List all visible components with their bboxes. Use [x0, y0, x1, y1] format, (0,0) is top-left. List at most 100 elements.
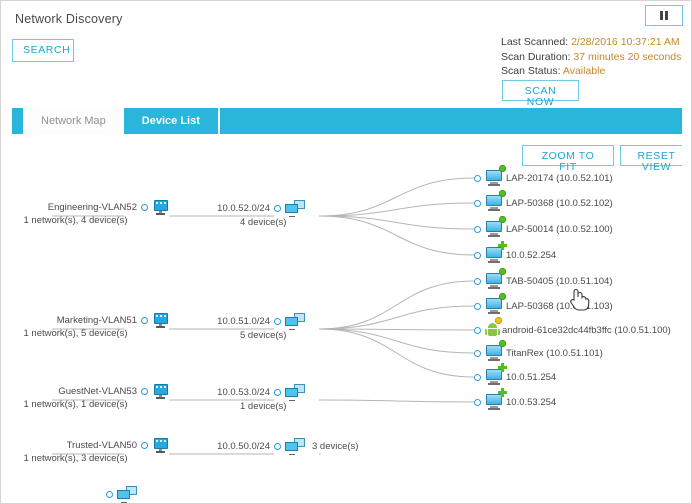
device-node-row: LAP-20174 (10.0.52.101): [474, 165, 613, 187]
scan-duration-value: 37 minutes 20 seconds: [573, 50, 682, 63]
subnet-name-label: 10.0.53.0/24: [217, 387, 270, 398]
group-summary-label: 1 network(s), 4 device(s): [23, 215, 128, 226]
device-node[interactable]: TitanRex (10.0.51.101): [474, 340, 603, 362]
group-port[interactable]: [141, 204, 148, 211]
device-icon-wrapper: [485, 293, 506, 315]
last-scanned-row: Last Scanned: 2/28/2016 10:37:21 AM: [501, 35, 681, 50]
pause-button[interactable]: [645, 5, 683, 26]
device-node[interactable]: LAP-50368 (10.0.52.102): [474, 190, 613, 212]
device-port[interactable]: [474, 225, 481, 233]
subnet-port[interactable]: [274, 318, 281, 325]
device-port[interactable]: [474, 199, 481, 207]
device-node[interactable]: LAP-50368 (10.0.51.103): [474, 293, 613, 315]
group-summary-label: 1 network(s), 1 device(s): [23, 399, 128, 410]
subnet-summary-label: 3 device(s): [312, 441, 359, 452]
device-port[interactable]: [474, 174, 481, 182]
group-name-label: Engineering-VLAN52: [47, 202, 137, 213]
scan-status-row: Scan Status: Available: [501, 64, 681, 79]
switch-icon: [152, 384, 169, 399]
device-name-label: 10.0.51.254: [506, 371, 557, 383]
device-node-row: LAP-50368 (10.0.52.102): [474, 190, 613, 212]
scan-duration-row: Scan Duration: 37 minutes 20 seconds: [501, 50, 681, 65]
subnet-port[interactable]: [274, 443, 281, 450]
device-port[interactable]: [474, 302, 481, 310]
group-port[interactable]: [141, 317, 148, 324]
subnet-port[interactable]: [274, 205, 281, 212]
group-port[interactable]: [141, 388, 148, 395]
tab-network-map[interactable]: Network Map: [23, 108, 124, 134]
zoom-to-fit-button[interactable]: ZOOM TO FIT: [522, 145, 614, 172]
monitor-icon: [485, 344, 504, 361]
monitor-icon: [485, 297, 504, 314]
monitor-icon: [485, 368, 504, 385]
device-port[interactable]: [474, 326, 481, 334]
device-icon-wrapper: [485, 363, 507, 386]
subnet-icon: [285, 200, 305, 217]
device-name-label: 10.0.53.254: [506, 396, 557, 408]
device-icon-wrapper: [485, 268, 506, 290]
device-name-label: LAP-50368 (10.0.51.103): [506, 300, 613, 312]
status-badge-online: [499, 293, 506, 300]
subnet-port[interactable]: [274, 389, 281, 396]
map-edge: [318, 280, 475, 330]
scan-info: Last Scanned: 2/28/2016 10:37:21 AM Scan…: [501, 35, 681, 79]
group-node-row: [102, 486, 137, 503]
device-icon-wrapper: [485, 340, 506, 362]
android-icon: [485, 322, 500, 337]
device-node-row: 10.0.51.254: [474, 363, 557, 386]
device-node[interactable]: 10.0.51.254: [474, 363, 557, 386]
subnet-summary-label: 4 device(s): [240, 217, 287, 228]
subnet-node-row: 10.0.51.0/24: [192, 313, 392, 330]
device-node[interactable]: 10.0.53.254: [474, 388, 557, 411]
device-port[interactable]: [474, 251, 481, 259]
device-port[interactable]: [474, 373, 481, 381]
group-port[interactable]: [106, 491, 113, 498]
monitor-icon: [485, 169, 504, 186]
group-node-row: Trusted-VLAN50: [12, 438, 169, 453]
monitor-icon: [485, 194, 504, 211]
group-node-row: GuestNet-VLAN53: [12, 384, 169, 399]
tab-bar: Network Map Device List: [12, 108, 682, 134]
network-map-canvas[interactable]: ZOOM TO FIT RESET VIEW Engineering-VLAN5…: [12, 134, 682, 503]
scan-status-label: Scan Status:: [501, 65, 561, 77]
group-node[interactable]: Engineering-VLAN52 1 network(s), 4 device…: [12, 200, 169, 226]
map-edge: [318, 215, 475, 230]
device-node-row: LAP-50014 (10.0.52.100): [474, 216, 613, 238]
status-badge-online: [499, 268, 506, 275]
device-node[interactable]: 10.0.52.254: [474, 241, 557, 264]
scan-now-button[interactable]: SCAN NOW: [502, 80, 579, 107]
device-node[interactable]: LAP-50014 (10.0.52.100): [474, 216, 613, 238]
group-port[interactable]: [141, 442, 148, 449]
status-badge-warning: [495, 317, 502, 324]
monitor-icon: [485, 272, 504, 289]
map-edge: [318, 328, 475, 331]
page-title: Network Discovery: [15, 12, 123, 26]
tab-device-list[interactable]: Device List: [123, 108, 218, 134]
device-port[interactable]: [474, 277, 481, 285]
device-node[interactable]: android-61ce32dc44fb3ffc (10.0.51.100): [474, 317, 671, 339]
group-node-partial[interactable]: [102, 486, 137, 503]
device-icon-wrapper: [485, 216, 506, 238]
search-button[interactable]: SEARCH: [12, 39, 74, 62]
map-edge: [318, 177, 475, 217]
device-name-label: LAP-50014 (10.0.52.100): [506, 223, 613, 235]
device-node[interactable]: LAP-20174 (10.0.52.101): [474, 165, 613, 187]
switch-icon: [152, 200, 169, 215]
device-icon-wrapper: [485, 190, 506, 212]
status-badge-online: [499, 340, 506, 347]
status-badge-online: [499, 216, 506, 223]
scan-status-value: Available: [562, 65, 606, 77]
device-node[interactable]: TAB-50405 (10.0.51.104): [474, 268, 613, 290]
device-port[interactable]: [474, 349, 481, 357]
device-name-label: 10.0.52.254: [506, 249, 557, 261]
reset-view-button[interactable]: RESET VIEW: [620, 145, 682, 172]
device-port[interactable]: [474, 398, 481, 406]
